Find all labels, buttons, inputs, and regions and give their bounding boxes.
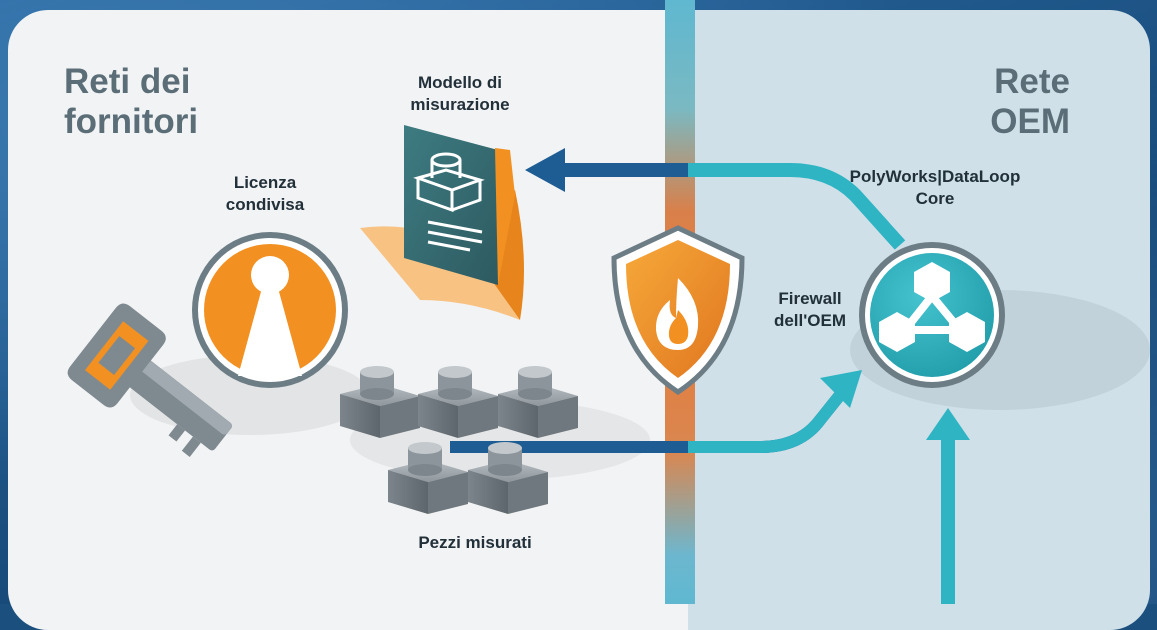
supplier-network-title: Reti dei fornitori	[64, 62, 198, 142]
dataloop-core-icon	[859, 242, 1005, 388]
shared-license-line2: condivisa	[225, 195, 305, 214]
firewall-line1: Firewall	[778, 289, 842, 308]
measured-parts-group	[340, 366, 578, 514]
parts-arrow-to-core	[450, 370, 862, 453]
upward-arrow-to-core	[926, 408, 970, 604]
measurement-model-line1: Modello di	[417, 73, 503, 92]
model-arrow-to-supplier	[525, 148, 690, 192]
measurement-model-line2: misurazione	[410, 95, 510, 114]
core-line2: Core	[915, 189, 955, 208]
firewall-line2: dell'OEM	[773, 311, 847, 330]
measurement-model-label: Modello di misurazione	[395, 72, 525, 116]
shield-fire-icon	[611, 225, 745, 395]
supplier-title-line1: Reti dei	[64, 62, 191, 101]
measured-part-icon	[498, 366, 578, 438]
measured-part-icon	[418, 366, 498, 438]
diagram-graphics	[67, 125, 1150, 604]
firewall-label: Firewall dell'OEM	[755, 288, 865, 332]
measured-parts-label: Pezzi misurati	[418, 533, 532, 552]
core-label: PolyWorks|DataLoop Core	[835, 166, 1035, 210]
measured-part-icon	[340, 366, 420, 438]
measured-part-icon	[468, 442, 548, 514]
measured-part-icon	[388, 442, 468, 514]
oem-title-line1: Rete	[994, 62, 1070, 101]
shared-license-line1: Licenza	[233, 173, 297, 192]
core-to-model-arrow	[688, 163, 906, 250]
oem-title-line2: OEM	[990, 102, 1070, 141]
document-folder-icon	[360, 125, 524, 320]
supplier-title-line2: fornitori	[64, 102, 199, 141]
shared-license-label: Licenza condivisa	[205, 172, 325, 216]
key-license-icon	[67, 232, 348, 457]
core-line1: PolyWorks|DataLoop	[849, 167, 1021, 186]
oem-network-title: Rete OEM	[960, 62, 1070, 142]
